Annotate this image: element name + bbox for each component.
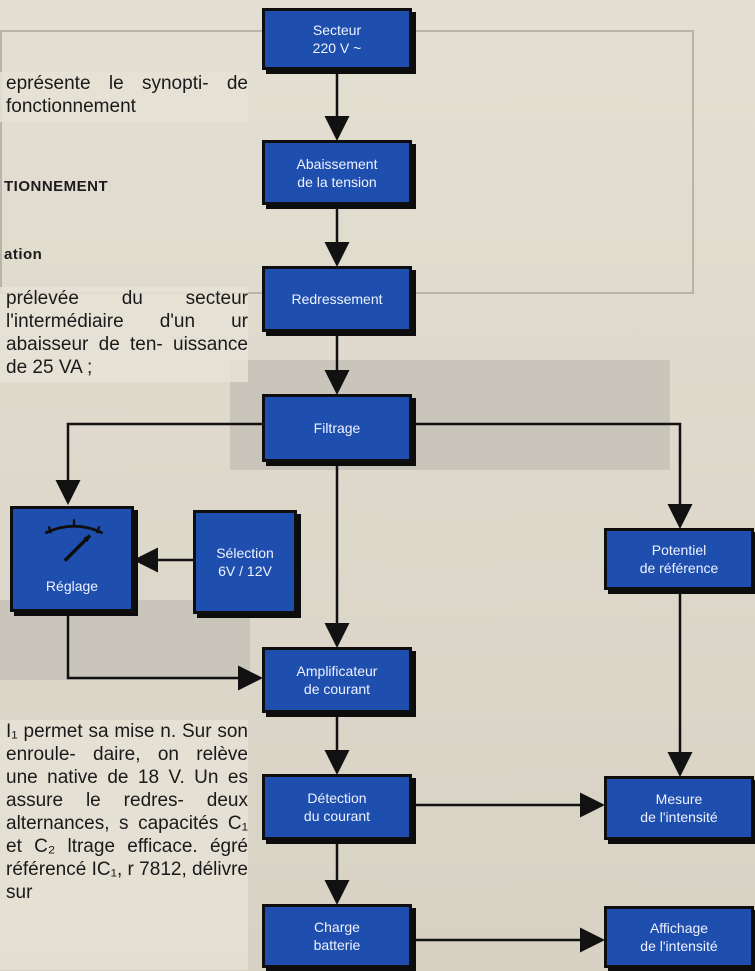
box-mesure-line2: de l'intensité (640, 809, 718, 825)
box-affichage-line2: de l'intensité (640, 938, 718, 954)
box-reglage: Réglage (10, 506, 134, 612)
box-charge-line1: Charge (314, 919, 360, 935)
article-paragraph-3: I₁ permet sa mise n. Sur son enroule- da… (0, 720, 248, 970)
section-heading: TIONNEMENT (4, 178, 109, 195)
article-paragraph-2: prélevée du secteur l'intermédiaire d'un… (0, 287, 248, 382)
box-potentiel-line1: Potentiel (651, 542, 707, 558)
box-selection-line2: 6V / 12V (218, 563, 272, 579)
subsection-heading: ation (4, 246, 43, 263)
box-selection: Sélection 6V / 12V (193, 510, 297, 614)
box-detection-line1: Détection (307, 790, 367, 806)
box-redressement-line1: Redressement (291, 291, 383, 307)
box-selection-line1: Sélection (216, 545, 274, 561)
box-amplificateur-line2: de courant (303, 681, 371, 697)
box-charge: Charge batterie (262, 904, 412, 968)
box-reglage-line1: Réglage (45, 578, 99, 594)
box-mesure: Mesure de l'intensité (604, 776, 754, 840)
box-mesure-line1: Mesure (655, 791, 703, 807)
box-affichage-line1: Affichage (649, 920, 709, 936)
box-detection: Détection du courant (262, 774, 412, 840)
article-paragraph-1: eprésente le synopti- de fonctionnement (0, 72, 248, 122)
box-filtrage: Filtrage (262, 394, 412, 462)
box-affichage: Affichage de l'intensité (604, 906, 754, 968)
box-filtrage-line1: Filtrage (313, 420, 361, 436)
box-potentiel: Potentiel de référence (604, 528, 754, 590)
box-abaissement-line1: Abaissement (296, 155, 378, 172)
dial-icon (44, 519, 104, 562)
box-abaissement: Abaissement de la tension (262, 140, 412, 205)
box-secteur: Secteur 220 V ~ (262, 8, 412, 70)
box-amplificateur-line1: Amplificateur (296, 663, 378, 679)
box-abaissement-line2: de la tension (297, 173, 377, 190)
box-secteur-line2: 220 V ~ (312, 40, 362, 56)
box-secteur-line1: Secteur (312, 22, 362, 38)
box-amplificateur: Amplificateur de courant (262, 647, 412, 713)
box-charge-line2: batterie (313, 937, 361, 953)
box-redressement: Redressement (262, 266, 412, 332)
box-detection-line2: du courant (303, 808, 371, 824)
box-potentiel-line2: de référence (639, 560, 719, 576)
